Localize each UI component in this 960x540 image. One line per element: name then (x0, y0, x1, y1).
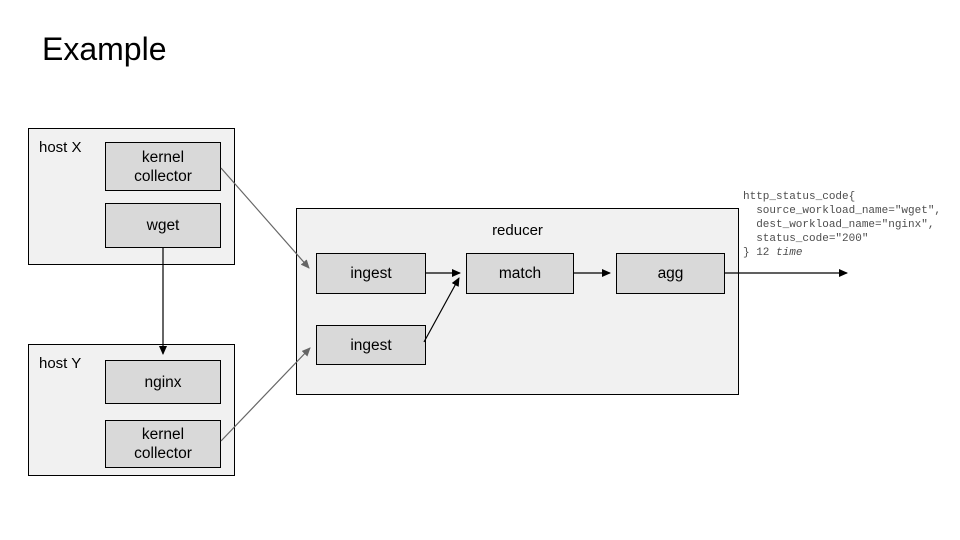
node-ingest-top: ingest (316, 253, 426, 294)
reducer-label: reducer (492, 222, 543, 239)
metric-line: source_workload_name="wget", (743, 205, 942, 217)
host-y-label: host Y (39, 355, 82, 372)
node-kernel-collector-host-y: kernel collector (105, 420, 221, 468)
metric-line: http_status_code{ (743, 191, 856, 203)
node-match: match (466, 253, 574, 294)
metric-line: status_code="200" (743, 233, 869, 245)
slide-title: Example (42, 31, 167, 67)
reducer-group: reducer ingest match agg ingest (296, 208, 739, 395)
host-x-group: host X kernel collector wget (28, 128, 235, 265)
host-y-group: host Y nginx kernel collector (28, 344, 235, 476)
metric-result-unit: time (776, 247, 803, 259)
node-kernel-collector-host-x: kernel collector (105, 142, 221, 191)
metric-result-line: } 12 time (743, 246, 941, 260)
node-nginx: nginx (105, 360, 221, 404)
metric-result-value: } 12 (743, 247, 777, 259)
metric-line: dest_workload_name="nginx", (743, 219, 935, 231)
node-wget: wget (105, 203, 221, 248)
node-ingest-bottom: ingest (316, 325, 426, 365)
host-x-label: host X (39, 139, 82, 156)
metric-annotation: http_status_code{ source_workload_name="… (743, 190, 941, 260)
node-agg: agg (616, 253, 725, 294)
